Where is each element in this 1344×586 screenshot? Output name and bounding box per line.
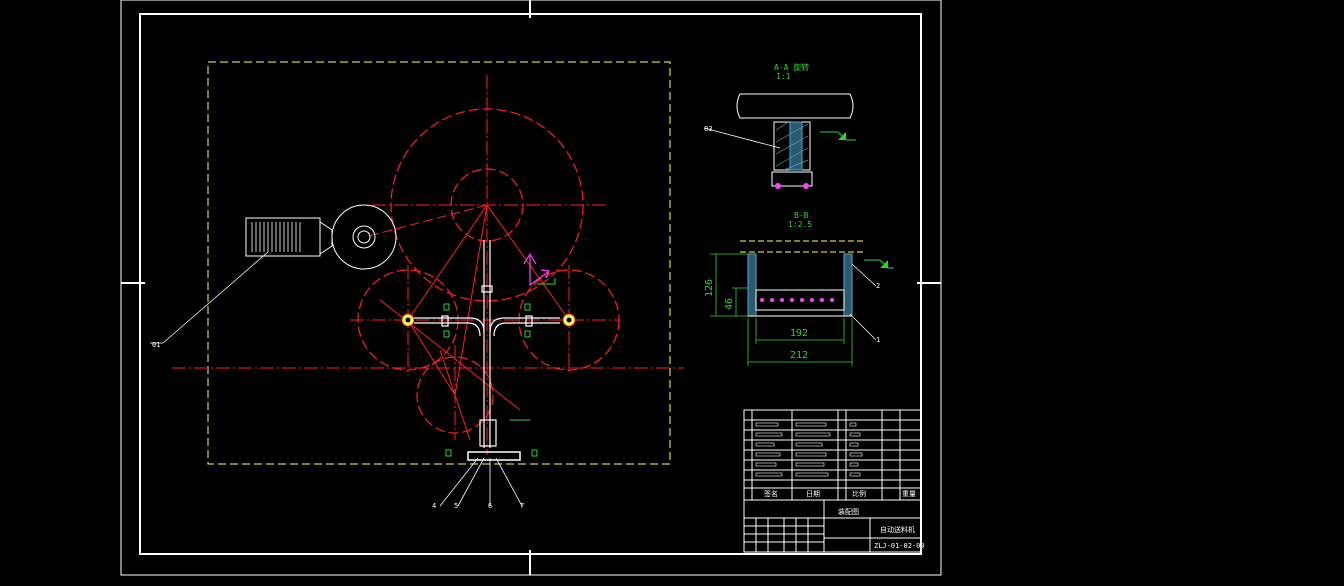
section-a-scale: 1:1	[776, 72, 791, 81]
leader-label-bottom-4: 7	[520, 502, 524, 510]
leader-label-side-1: 2	[876, 282, 880, 290]
hub-dots	[401, 313, 576, 327]
parts-list-table	[743, 409, 922, 501]
work-area-boundary	[207, 61, 671, 465]
section-view-a: A-A 旋转 1:1 03	[703, 62, 856, 189]
parts-list-entries	[755, 422, 863, 477]
header-date: 日期	[806, 490, 820, 498]
leader-label-side-2: 1	[876, 336, 880, 344]
small-gears	[357, 269, 620, 434]
leader-label-bottom-2: 5	[454, 502, 458, 510]
shaft-dimension-ticks	[443, 278, 556, 457]
leader-label-section-top: 03	[704, 125, 712, 133]
central-frame	[414, 240, 560, 461]
title-block	[743, 499, 922, 553]
header-scale: 比例	[852, 489, 866, 498]
section-b-label: B-B	[794, 211, 809, 220]
leader-label-bottom-1: 4	[432, 502, 436, 510]
title-drawing-number: ZLJ-01-02-00	[874, 542, 925, 550]
section-b-scale: 1:2.5	[788, 220, 812, 229]
header-weight: 重量	[902, 490, 916, 498]
large-gear	[390, 108, 584, 302]
parts-list-header: 签名 日期 比例 重量	[764, 489, 916, 498]
dim-height-inner: 46	[724, 298, 735, 310]
header-sign: 签名	[764, 489, 778, 498]
sheet-border	[120, 0, 942, 576]
leader-lines	[150, 251, 523, 507]
dim-height-outer: 126	[704, 279, 715, 297]
title-part-name: 自动送料机	[880, 525, 915, 534]
centerlines	[172, 75, 684, 455]
dim-width-outer: 212	[790, 350, 808, 361]
title-drawing-label: 装配图	[838, 507, 859, 516]
leader-label-motor: 01	[152, 341, 160, 349]
motor-assembly	[245, 204, 397, 270]
section-a-label: A-A 旋转	[774, 62, 809, 72]
section-view-b: B-B 1:2.5 2 1	[704, 211, 894, 366]
dim-width-inner: 192	[790, 328, 808, 339]
leader-label-bottom-3: 6	[488, 502, 492, 510]
view-direction-arrow	[523, 252, 550, 286]
